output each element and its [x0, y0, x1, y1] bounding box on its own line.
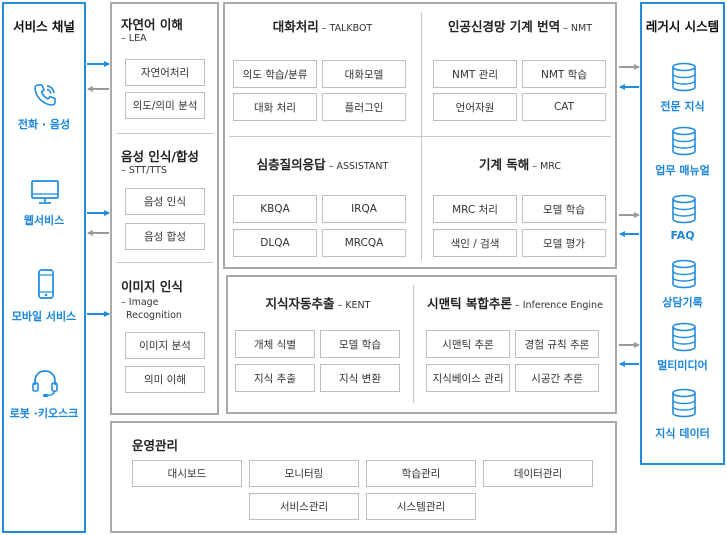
top-panel-horizontal-divider [229, 136, 611, 137]
ops-item-data-management: 데이터관리 [483, 460, 593, 487]
monitor-icon [31, 180, 59, 204]
stt-subtitle: – STT/TTS [121, 165, 167, 176]
nmt-title: 인공신경망 기계 번역 [447, 19, 561, 34]
service-channel-title: 서비스 채널 [13, 19, 75, 34]
assistant-item-dlqa: DLQA [233, 229, 317, 257]
talkbot-item-intent-learning: 의도 학습/분류 [233, 60, 317, 88]
assistant-item-kbqa: KBQA [233, 195, 317, 223]
legacy-label-faq: FAQ [670, 229, 695, 242]
lea-divider [116, 133, 213, 134]
legacy-label-multimedia: 멀티미디어 [657, 359, 708, 372]
stt-item-recognition: 음성 인식 [125, 188, 205, 215]
nmt-item-learning: NMT 학습 [522, 60, 606, 88]
mrc-heading: 기계 독해– MRC [423, 154, 617, 173]
headset-icon [32, 370, 58, 397]
database-icon-faq [672, 194, 696, 224]
lea-title: 자연어 이해 [121, 17, 183, 32]
legacy-label-knowledge-data: 지식 데이터 [655, 427, 710, 440]
inference-item-empirical-rule: 경험 규칙 추론 [515, 330, 599, 358]
image-subtitle-1: – Image [121, 297, 159, 308]
operations-panel: 운영관리 대시보드 모니터링 학습관리 데이터관리 서비스관리 시스템관리 [110, 421, 617, 533]
ops-item-service-management: 서비스관리 [249, 493, 359, 520]
ops-item-learning-management: 학습관리 [366, 460, 476, 487]
mobile-icon [38, 269, 54, 299]
ops-item-system-management: 시스템관리 [366, 493, 476, 520]
mrc-item-processing: MRC 처리 [433, 195, 517, 223]
image-subtitle-2: Recognition [126, 310, 182, 321]
image-title: 이미지 인식 [121, 279, 183, 294]
talkbot-subtitle: – TALKBOT [321, 23, 373, 34]
legacy-label-consultation: 상담기록 [662, 296, 703, 309]
nmt-item-cat: CAT [522, 93, 606, 121]
kent-title: 지식자동추출 [265, 296, 335, 311]
mrc-item-model-learning: 모델 학습 [522, 195, 606, 223]
mrc-subtitle: – MRC [532, 161, 562, 172]
inference-item-kb-management: 지식베이스 관리 [426, 364, 510, 392]
legacy-system-title: 레거시 시스템 [645, 19, 720, 34]
talkbot-item-dialogue-processing: 대화 처리 [233, 93, 317, 121]
inference-heading: 시맨틱 복합추론– Inference Engine [415, 293, 615, 312]
legacy-label-expertise: 전문 지식 [660, 100, 705, 113]
talkbot-heading: 대화처리– TALKBOT [225, 16, 420, 35]
knowledge-panel-divider [413, 285, 414, 403]
nmt-item-management: NMT 관리 [433, 60, 517, 88]
legacy-label-manual: 업무 매뉴얼 [655, 164, 710, 177]
inference-item-semantic: 시맨틱 추론 [426, 330, 510, 358]
database-icon-knowledge-data [672, 388, 696, 418]
image-item-understanding: 의미 이해 [125, 366, 205, 393]
kent-heading: 지식자동추출– KENT [228, 293, 408, 312]
stt-item-synthesis: 음성 합성 [125, 223, 205, 250]
mrc-title: 기계 독해 [478, 157, 530, 172]
stt-divider [116, 262, 213, 263]
assistant-item-irqa: IRQA [322, 195, 406, 223]
channel-label-mobile: 모바일 서비스 [11, 310, 77, 323]
database-icon-manual [672, 126, 696, 156]
legacy-system-panel: 레거시 시스템 전문 지식 업무 매뉴얼 FAQ 상담기록 멀티미디어 지식 데… [640, 2, 725, 465]
nmt-item-language-resource: 언어자원 [433, 93, 517, 121]
kent-item-model-learning: 모델 학습 [320, 330, 400, 358]
ops-item-dashboard: 대시보드 [132, 460, 242, 487]
database-icon-consultation [672, 259, 696, 289]
inference-subtitle: – Inference Engine [514, 300, 603, 311]
kent-item-extraction: 지식 추출 [235, 364, 315, 392]
lea-subtitle: – LEA [121, 33, 147, 44]
inference-title: 시맨틱 복합추론 [427, 296, 512, 311]
channel-label-robot: 로봇 ·키오스크 [9, 407, 79, 420]
recognition-panel: 자연어 이해 – LEA 자연어처리 의도/의미 분석 음성 인식/합성 – S… [110, 2, 219, 415]
lea-item-nlp: 자연어처리 [125, 59, 205, 86]
talkbot-item-dialogue-model: 대화모델 [322, 60, 406, 88]
dialogue-qa-panel: 대화처리– TALKBOT 의도 학습/분류 대화모델 대화 처리 플러그인 인… [223, 2, 617, 269]
ops-item-monitoring: 모니터링 [249, 460, 359, 487]
image-item-analysis: 이미지 분석 [125, 332, 205, 359]
mrc-item-model-evaluation: 모델 평가 [522, 229, 606, 257]
channel-label-phone: 전화 · 음성 [17, 118, 71, 131]
talkbot-item-plugin: 플러그인 [322, 93, 406, 121]
channel-label-web: 웹서비스 [23, 214, 65, 227]
assistant-item-mrcqa: MRCQA [322, 229, 406, 257]
nmt-heading: 인공신경망 기계 번역– NMT [423, 16, 617, 35]
assistant-subtitle: – ASSISTANT [328, 161, 389, 172]
talkbot-title: 대화처리 [272, 19, 319, 34]
kent-item-conversion: 지식 변환 [320, 364, 400, 392]
phone-icon [34, 84, 56, 106]
knowledge-panel: 지식자동추출– KENT 개체 식별 모델 학습 지식 추출 지식 변환 시맨틱… [226, 275, 617, 414]
assistant-heading: 심층질의응답– ASSISTANT [225, 154, 420, 173]
mrc-item-index-search: 색인 / 검색 [433, 229, 517, 257]
nmt-subtitle: – NMT [563, 23, 593, 34]
database-icon-expertise [672, 62, 696, 92]
kent-item-entity: 개체 식별 [235, 330, 315, 358]
service-channel-panel: 서비스 채널 전화 · 음성 웹서비스 모바일 서비스 로봇 ·키오스크 [2, 2, 86, 533]
kent-subtitle: – KENT [337, 300, 371, 311]
lea-item-intent: 의도/의미 분석 [125, 92, 205, 119]
stt-title: 음성 인식/합성 [121, 149, 199, 164]
assistant-title: 심층질의응답 [256, 157, 326, 172]
inference-item-spatiotemporal: 시공간 추론 [515, 364, 599, 392]
operations-title: 운영관리 [132, 438, 179, 453]
database-icon-multimedia [672, 322, 696, 352]
